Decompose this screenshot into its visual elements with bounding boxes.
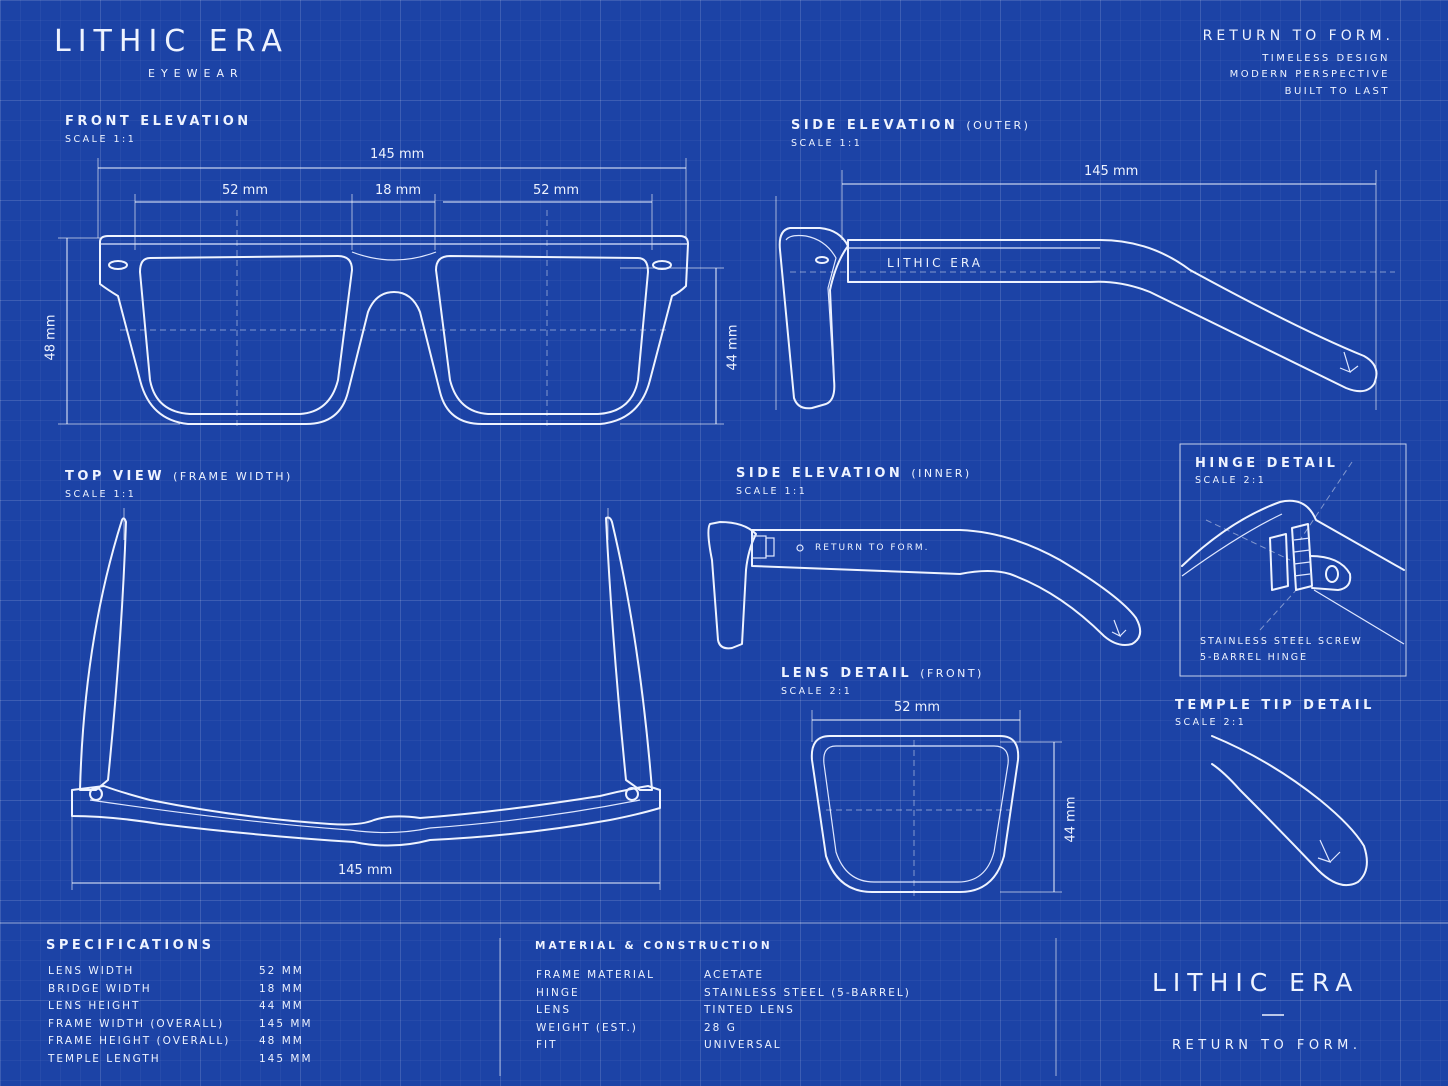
front-elevation-title: FRONT ELEVATION bbox=[65, 114, 252, 129]
material-row: WEIGHT (EST.) 28 g bbox=[536, 1020, 911, 1038]
spec-row: BRIDGE WIDTH 18 mm bbox=[48, 981, 313, 999]
hinge-note-screw: STAINLESS STEEL SCREW bbox=[1200, 636, 1363, 647]
spec-label: LENS WIDTH bbox=[48, 965, 135, 977]
lens-detail-width: 52 mm bbox=[894, 700, 941, 715]
brand-subtitle: EYEWEAR bbox=[148, 67, 244, 80]
spec-value: 44 mm bbox=[259, 1000, 304, 1012]
front-elevation-scale: SCALE 1:1 bbox=[65, 134, 137, 145]
spec-row: TEMPLE LENGTH 145 mm bbox=[48, 1051, 313, 1069]
lens-detail-drawing bbox=[810, 710, 1062, 900]
material-label: FRAME MATERIAL bbox=[536, 969, 656, 981]
header-tagline: RETURN TO FORM. bbox=[1202, 28, 1394, 44]
specifications-title: SPECIFICATIONS bbox=[46, 938, 215, 953]
temple-tip-drawing bbox=[1211, 735, 1368, 886]
spec-label: TEMPLE LENGTH bbox=[48, 1052, 161, 1065]
spec-label: FRAME WIDTH (OVERALL) bbox=[48, 1017, 225, 1030]
material-label: HINGE bbox=[536, 986, 580, 999]
side-inner-scale: SCALE 1:1 bbox=[736, 486, 808, 497]
lens-detail-title: LENS DETAIL (FRONT) bbox=[781, 666, 984, 681]
spec-value: 48 mm bbox=[259, 1035, 304, 1047]
material-value: 28 g bbox=[704, 1021, 737, 1034]
material-row: LENS TINTED LENS bbox=[536, 1002, 911, 1020]
top-view-drawing bbox=[71, 508, 661, 890]
side-outer-scale: SCALE 1:1 bbox=[791, 138, 863, 149]
front-overall-width: 145 mm bbox=[370, 147, 425, 162]
hinge-detail-drawing bbox=[1179, 443, 1407, 677]
side-elevation-inner-drawing bbox=[707, 521, 1142, 650]
front-elevation-drawing bbox=[58, 158, 724, 430]
spec-label: FRAME HEIGHT (OVERALL) bbox=[48, 1035, 231, 1047]
spec-row: LENS HEIGHT 44 mm bbox=[48, 998, 313, 1016]
material-value: ACETATE bbox=[704, 969, 764, 981]
material-table: FRAME MATERIAL ACETATE HINGE STAINLESS STE… bbox=[536, 967, 911, 1055]
front-bridge-width: 18 mm bbox=[375, 183, 422, 198]
material-row: FRAME MATERIAL ACETATE bbox=[536, 967, 911, 985]
material-row: FIT UNIVERSAL bbox=[536, 1037, 911, 1055]
header-tagline-3: BUILT TO LAST bbox=[1284, 86, 1390, 97]
side-elevation-outer-drawing bbox=[775, 170, 1395, 410]
spec-value: 52 mm bbox=[259, 965, 304, 977]
side-outer-title: SIDE ELEVATION (OUTER) bbox=[791, 118, 1031, 133]
hinge-detail-title: HINGE DETAIL bbox=[1195, 456, 1339, 471]
footer-brand-logo: LITHIC ERA bbox=[1152, 968, 1360, 997]
top-view-width: 145 mm bbox=[338, 863, 393, 878]
material-label: FIT bbox=[536, 1039, 558, 1051]
side-inner-temple-text: RETURN TO FORM. bbox=[815, 543, 930, 553]
material-value: TINTED LENS bbox=[704, 1004, 795, 1016]
spec-label: BRIDGE WIDTH bbox=[48, 982, 152, 995]
temple-tip-scale: SCALE 2:1 bbox=[1175, 717, 1247, 728]
side-inner-title: SIDE ELEVATION (INNER) bbox=[736, 466, 972, 481]
lens-detail-height: 44 mm bbox=[1063, 796, 1079, 843]
specifications-table: LENS WIDTH 52 mm BRIDGE WIDTH 18 mm LENS H… bbox=[48, 963, 313, 1068]
side-outer-temple-text: LITHIC ERA bbox=[887, 256, 983, 270]
spec-value: 145 mm bbox=[259, 1052, 313, 1065]
top-view-scale: SCALE 1:1 bbox=[65, 489, 137, 500]
material-row: HINGE STAINLESS STEEL (5-BARREL) bbox=[536, 985, 911, 1003]
spec-row: FRAME HEIGHT (OVERALL) 48 mm bbox=[48, 1033, 313, 1051]
header-tagline-1: TIMELESS DESIGN bbox=[1262, 53, 1390, 64]
front-frame-height: 48 mm bbox=[43, 314, 59, 361]
material-value: UNIVERSAL bbox=[704, 1039, 782, 1051]
material-label: WEIGHT (EST.) bbox=[536, 1021, 638, 1034]
front-lens-width-right: 52 mm bbox=[533, 183, 580, 198]
top-view-title: TOP VIEW (FRAME WIDTH) bbox=[65, 469, 293, 484]
spec-value: 18 mm bbox=[259, 982, 304, 995]
spec-row: LENS WIDTH 52 mm bbox=[48, 963, 313, 981]
footer-tagline: RETURN TO FORM. bbox=[1172, 1038, 1362, 1053]
material-title: MATERIAL & CONSTRUCTION bbox=[535, 940, 773, 952]
material-value: STAINLESS STEEL (5-BARREL) bbox=[704, 986, 911, 999]
spec-value: 145 mm bbox=[259, 1017, 313, 1030]
hinge-note-barrel: 5-BARREL HINGE bbox=[1200, 652, 1309, 663]
side-outer-length: 145 mm bbox=[1084, 164, 1139, 179]
header-tagline-2: MODERN PERSPECTIVE bbox=[1229, 69, 1390, 80]
brand-logo: LITHIC ERA bbox=[54, 24, 289, 59]
spec-label: LENS HEIGHT bbox=[48, 1000, 141, 1012]
front-lens-height: 44 mm bbox=[725, 324, 741, 371]
front-lens-width-left: 52 mm bbox=[222, 183, 269, 198]
lens-detail-scale: SCALE 2:1 bbox=[781, 686, 853, 697]
material-label: LENS bbox=[536, 1004, 572, 1016]
spec-row: FRAME WIDTH (OVERALL) 145 mm bbox=[48, 1016, 313, 1034]
temple-tip-title: TEMPLE TIP DETAIL bbox=[1175, 698, 1375, 713]
hinge-detail-scale: SCALE 2:1 bbox=[1195, 475, 1267, 486]
